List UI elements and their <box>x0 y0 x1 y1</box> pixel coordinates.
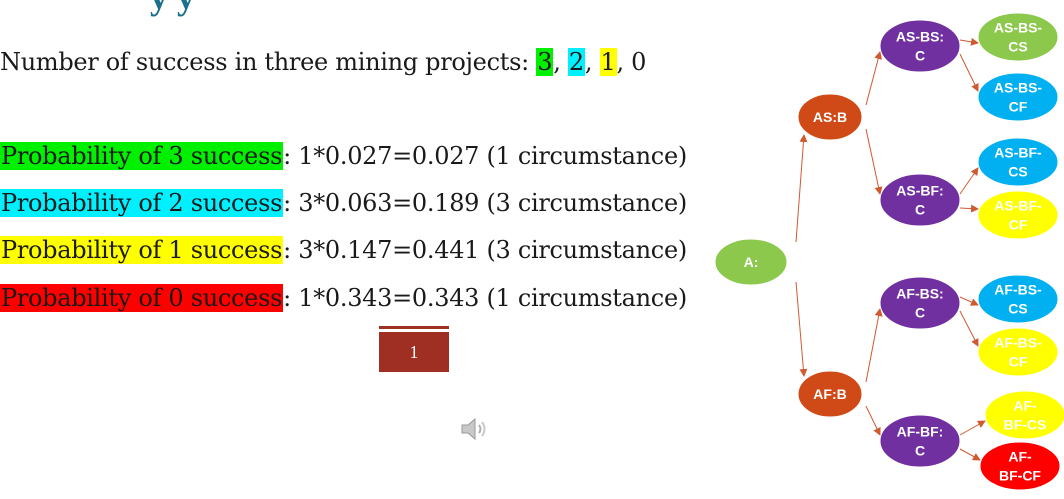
prob-line-1: Probability of 1 success: 3*0.147=0.441 … <box>0 236 687 264</box>
prob-line-0: Probability of 0 success: 1*0.343=0.343 … <box>0 284 687 312</box>
node-label: C <box>915 202 925 218</box>
prob-label-3: Probability of 3 success <box>0 142 284 170</box>
tree-level2-node: AF-BF: C <box>879 414 961 468</box>
tree-leaf-node: AS-BF- CS <box>977 137 1059 187</box>
node-label: AS:B <box>813 109 847 125</box>
prob-formula-2: : 3*0.063=0.189 (3 circumstance) <box>283 189 687 217</box>
tree-level2-node: AS-BS: C <box>879 19 961 73</box>
node-label: AS-BF- <box>994 198 1042 214</box>
tree-edge <box>865 308 883 383</box>
summary-sep: , <box>553 48 568 76</box>
node-label: AF-BS- <box>994 282 1042 298</box>
prob-line-3: Probability of 3 success: 1*0.027=0.027 … <box>0 142 687 170</box>
page-number-button[interactable]: 1 <box>379 329 449 372</box>
tree-level1-node: AS:B <box>797 93 863 141</box>
tree-leaf-node: AS-BS- CS <box>977 12 1059 62</box>
tree-edge <box>865 128 883 195</box>
summary-value-2: 2 <box>567 48 585 76</box>
node-label: CS <box>1008 301 1027 317</box>
tree-leaf-node: AF-BS- CS <box>977 274 1059 324</box>
tree-edge <box>795 281 808 377</box>
node-label: C <box>915 443 925 459</box>
tree-leaf-node: AS-BF- CF <box>977 190 1059 240</box>
node-label: C <box>915 305 925 321</box>
node-label: AF- <box>1013 398 1037 414</box>
node-label: A: <box>744 254 759 270</box>
node-label: C <box>915 48 925 64</box>
tree-leaf-node: AF- BF-CF <box>979 441 1061 491</box>
node-label: AS-BS- <box>994 20 1043 36</box>
summary-sep: , <box>584 48 600 76</box>
summary-value-0: 0 <box>631 48 647 76</box>
tree-edges <box>795 37 986 461</box>
tree-level1-node: AF:B <box>797 370 863 418</box>
tree-edge <box>865 405 881 436</box>
node-label: CS <box>1008 39 1027 55</box>
tree-edge <box>795 134 808 243</box>
prob-formula-1: : 3*0.147=0.441 (3 circumstance) <box>283 236 687 264</box>
tree-edge <box>959 310 979 347</box>
tree-edge <box>959 296 979 306</box>
node-label: AF-BS: <box>896 286 943 302</box>
tree-edge <box>959 420 986 436</box>
prob-label-0: Probability of 0 success <box>0 284 284 312</box>
prob-label-1: Probability of 1 success <box>0 236 284 264</box>
prob-formula-3: : 1*0.027=0.027 (1 circumstance) <box>283 142 687 170</box>
tree-leaf-node: AF-BS- CF <box>977 327 1059 377</box>
node-label: BF-CS <box>1004 417 1047 433</box>
node-label: CF <box>1009 99 1028 115</box>
tree-edge <box>865 51 883 106</box>
node-label: CF <box>1009 217 1028 233</box>
tree-edge <box>959 167 979 195</box>
node-label: AS-BS- <box>994 80 1043 96</box>
tree-edge <box>959 448 981 461</box>
node-label: AF:B <box>813 386 846 402</box>
tree-nodes: A:AS:BAF:BAS-BS:CAS-BF:CAF-BS:CAF-BF:CAS… <box>714 12 1064 491</box>
node-label: CS <box>1008 164 1027 180</box>
node-label: AF- <box>1008 449 1032 465</box>
node-label: CF <box>1009 354 1028 370</box>
tree-root-node: A: <box>714 238 788 286</box>
slide-title-fragment: y y <box>150 0 195 18</box>
summary-value-1: 1 <box>599 48 617 76</box>
tree-leaf-node: AS-BS- CF <box>977 72 1059 122</box>
summary-line: Number of success in three mining projec… <box>0 48 646 76</box>
node-label: AS-BF: <box>896 183 943 199</box>
tree-edge <box>959 37 979 46</box>
node-label: AS-BS: <box>896 29 944 45</box>
prob-line-2: Probability of 2 success: 3*0.063=0.189 … <box>0 189 687 217</box>
tree-edge <box>959 53 979 92</box>
tree-edge <box>959 204 979 213</box>
node-label: AF-BF: <box>897 424 944 440</box>
speaker-icon[interactable] <box>460 416 490 446</box>
node-label: BF-CF <box>999 468 1041 484</box>
prob-label-2: Probability of 2 success <box>0 189 284 217</box>
summary-sep: , <box>616 48 632 76</box>
node-label: AF-BS- <box>994 335 1042 351</box>
prob-formula-0: : 1*0.343=0.343 (1 circumstance) <box>283 284 687 312</box>
summary-prefix: Number of success in three mining projec… <box>0 48 537 76</box>
tree-level2-node: AF-BS: C <box>879 276 961 330</box>
node-label: AS-BF- <box>994 145 1042 161</box>
summary-value-3: 3 <box>536 48 554 76</box>
tree-level2-node: AS-BF: C <box>879 173 961 227</box>
tree-leaf-node: AF- BF-CS <box>984 390 1064 440</box>
